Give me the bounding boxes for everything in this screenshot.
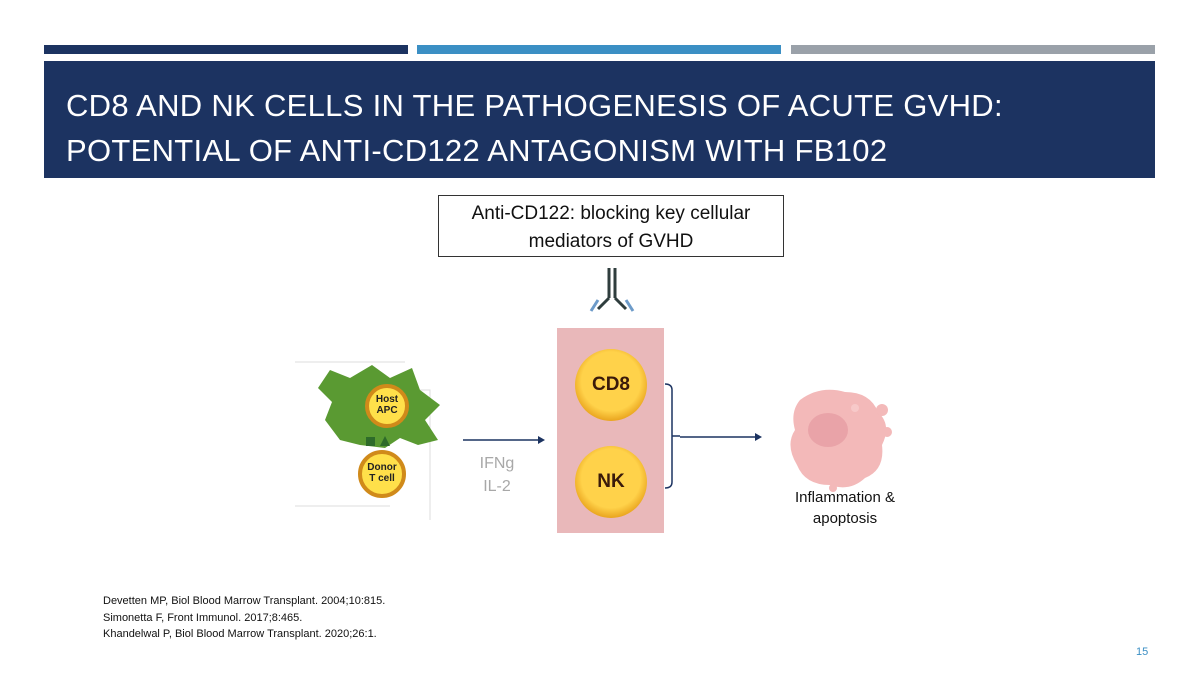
reference: Devetten MP, Biol Blood Marrow Transplan… [103, 595, 386, 607]
outcome-line: Inflammation & [794, 489, 896, 506]
apoptotic-cell-icon [790, 389, 892, 492]
page-number: 15 [1136, 646, 1149, 658]
apc-tcell-illustration [295, 361, 440, 520]
title-banner: CD8 AND NK CELLS IN THE PATHOGENESIS OF … [44, 61, 1155, 178]
slide-title: CD8 AND NK CELLS IN THE PATHOGENESIS OF … [66, 83, 1003, 173]
callout-line: Anti-CD122: blocking key cellular [471, 203, 751, 224]
callout-line: mediators of GVHD [528, 231, 694, 252]
title-line: CD8 AND NK CELLS IN THE PATHOGENESIS OF … [66, 88, 1003, 123]
donor-line: T cell [369, 473, 395, 484]
apc-line: APC [376, 405, 398, 416]
donor-line: Donor [367, 462, 397, 473]
reference: Khandelwal P, Biol Blood Marrow Transpla… [103, 628, 377, 640]
cd8-cell: CD8 [575, 349, 647, 421]
outcome-label: Inflammation & apoptosis [775, 489, 915, 527]
reference: Simonetta F, Front Immunol. 2017;8:465. [103, 611, 303, 624]
cytokine-il2: IL-2 [483, 478, 511, 495]
accent-bar-gray [791, 45, 1155, 54]
cytokine-ifng: IFNg [479, 455, 515, 472]
callout-box: Anti-CD122: blocking key cellular mediato… [438, 195, 784, 257]
title-line: POTENTIAL OF ANTI-CD122 ANTAGONISM WITH … [66, 133, 888, 168]
outcome-line: apoptosis [812, 510, 878, 527]
arrow-left [463, 436, 545, 444]
nk-cell: NK [575, 446, 647, 518]
references: Devetten MP, Biol Blood Marrow Transplan… [103, 593, 385, 643]
accent-bar-blue [417, 45, 781, 54]
effector-cells-panel: CD8 NK [557, 328, 664, 533]
arrow-right [680, 433, 762, 441]
apc-line: Host [375, 394, 399, 405]
bracket [664, 383, 680, 489]
antibody-icon [589, 268, 635, 312]
accent-bar-navy [44, 45, 408, 54]
